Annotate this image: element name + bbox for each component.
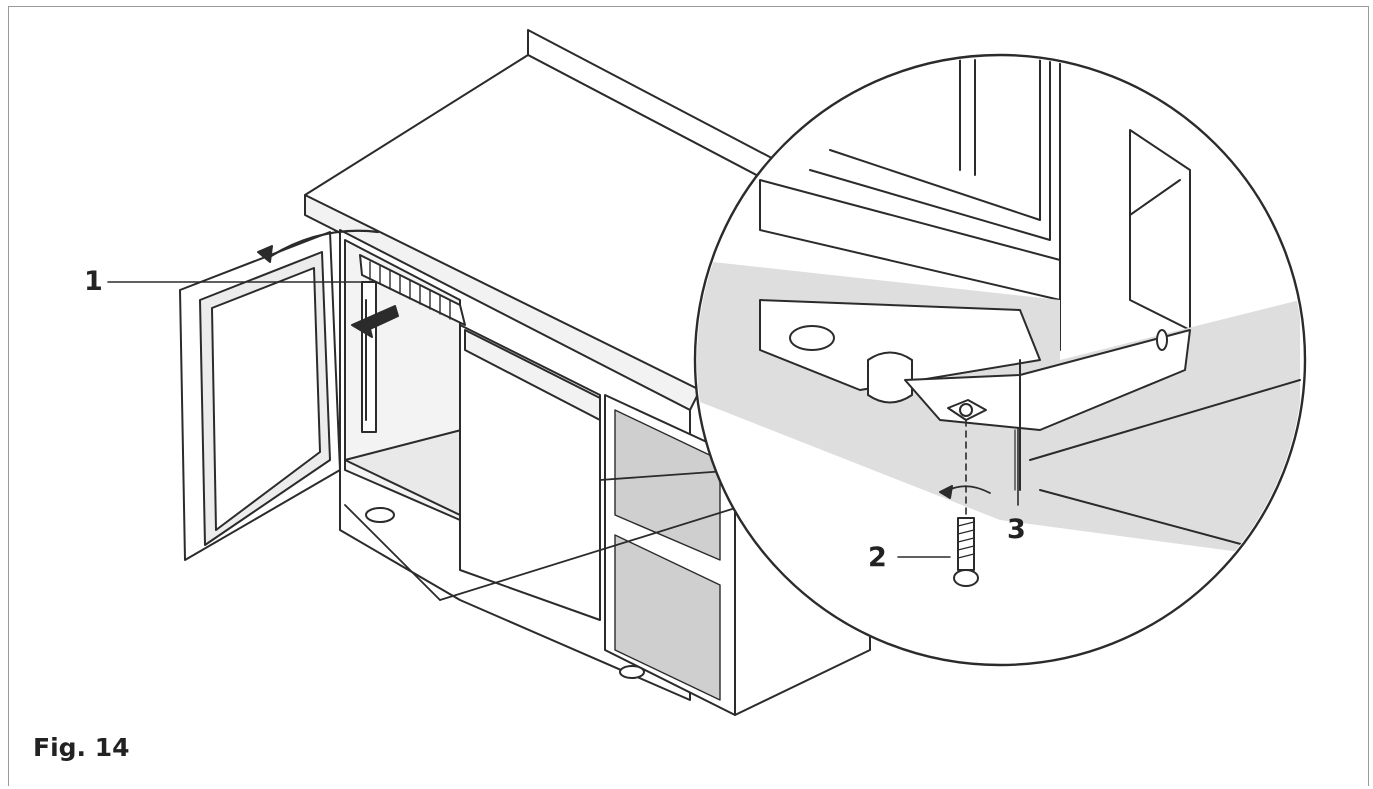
closed-door-handle bbox=[464, 329, 601, 421]
hinge-hole bbox=[789, 325, 835, 351]
interior-rail bbox=[361, 281, 377, 433]
figure-caption: Fig. 14 bbox=[33, 733, 130, 762]
foot bbox=[365, 507, 395, 523]
counter-unit bbox=[179, 29, 871, 716]
screw-head bbox=[953, 569, 979, 587]
callout-3: 3 bbox=[1007, 514, 1026, 545]
callout-2: 2 bbox=[868, 542, 887, 573]
vent-grille-upper bbox=[614, 409, 721, 561]
pull-arrow bbox=[351, 305, 399, 338]
figure-frame bbox=[8, 6, 1369, 786]
hinge-plate bbox=[759, 299, 1041, 391]
leader-lines bbox=[107, 281, 1019, 558]
vent-grille-lower bbox=[614, 534, 721, 701]
callout-1: 1 bbox=[84, 266, 103, 297]
hinge-pin bbox=[867, 351, 913, 404]
door-rotation-arrow bbox=[266, 229, 380, 260]
detail-magnifier bbox=[693, 53, 1307, 667]
shelf-grid bbox=[359, 254, 466, 326]
foot bbox=[619, 665, 645, 679]
